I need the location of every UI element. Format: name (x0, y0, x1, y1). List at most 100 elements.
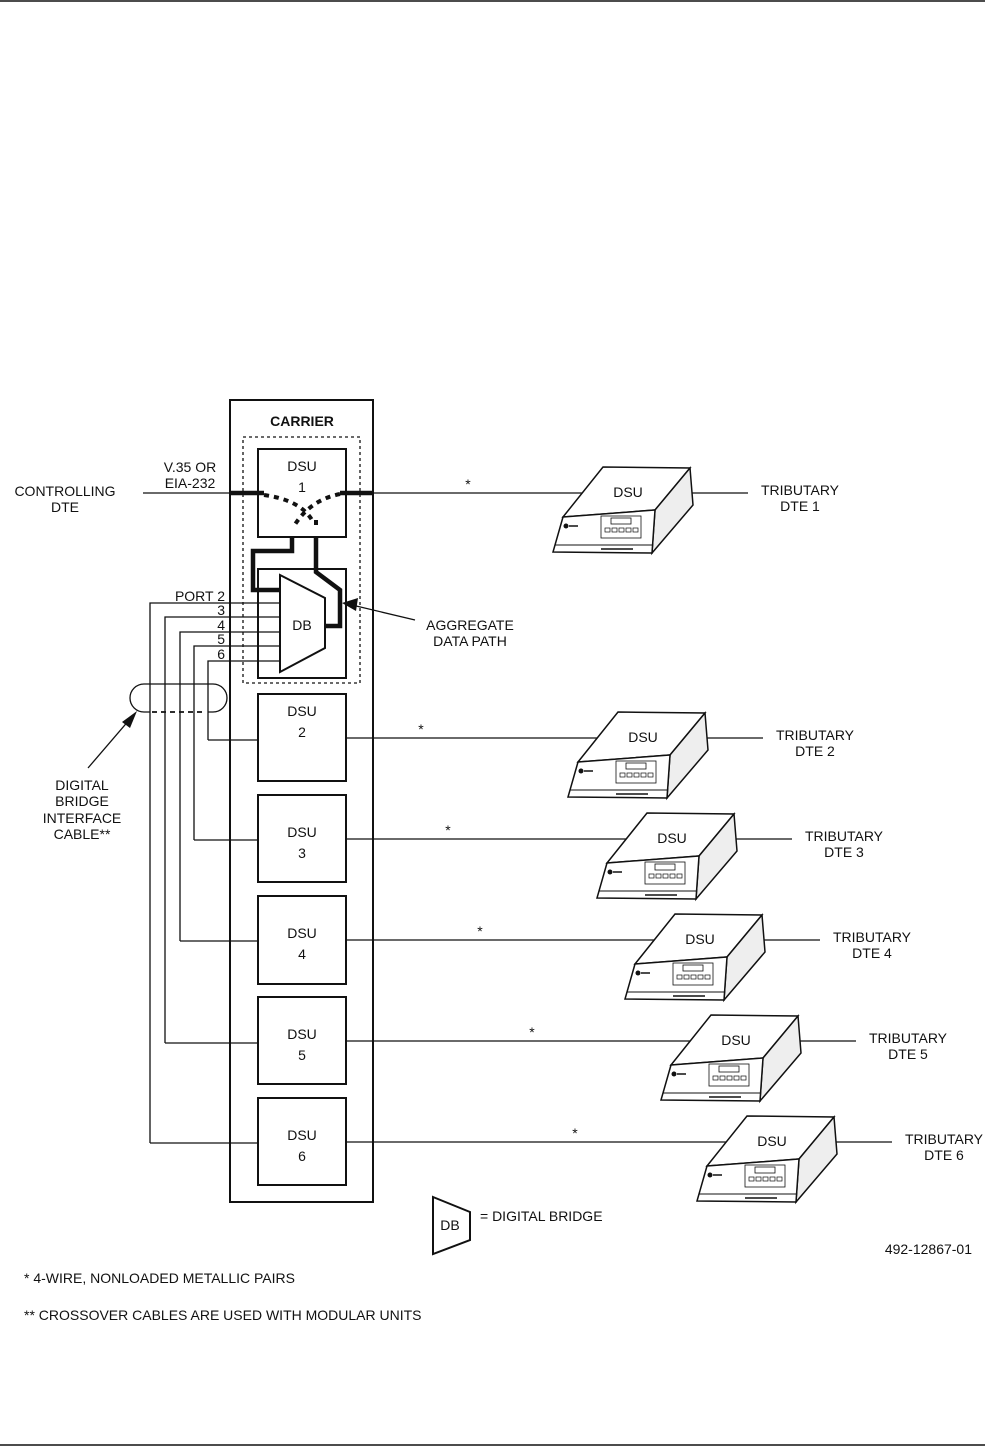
port-3-line (164, 616, 280, 1043)
cable-bundle-outline (129, 683, 228, 713)
device-panel-1 (600, 515, 642, 539)
device-logo-1 (563, 523, 569, 529)
tributary-dte-5: DTE 5 (888, 1046, 928, 1062)
dsu1-box (257, 448, 347, 538)
port-lines (149, 602, 280, 1144)
cable-arrow-line (87, 718, 131, 769)
device-button-2 (647, 772, 654, 778)
dsu-5: DSU 5 (257, 996, 347, 1085)
device-logo-2 (578, 768, 584, 774)
footnote-2: ** CROSSOVER CABLES ARE USED WITH MODULA… (24, 1307, 422, 1323)
device-button-6 (776, 1176, 783, 1182)
dsu-4: DSU 4 (257, 895, 347, 985)
dsu-6: DSU 6 (257, 1097, 347, 1186)
device-display-3 (654, 863, 676, 871)
device-button-3 (662, 873, 669, 879)
remote-dsu-label-2: DSU (628, 729, 658, 745)
metallic-pair-star-2: * (418, 721, 424, 737)
device-panel-6 (744, 1164, 786, 1188)
cable-label-4: CABLE** (54, 826, 111, 842)
tributary-dte-3: DTE 3 (824, 844, 864, 860)
aggregate-arrow-head (342, 598, 358, 611)
remote-dsu-label-3: DSU (657, 830, 687, 846)
device-front-1 (552, 509, 656, 554)
device-button-6 (762, 1176, 769, 1182)
device-front-6 (696, 1158, 800, 1203)
port-label-4: 4 (217, 617, 225, 633)
device-button-6 (755, 1176, 762, 1182)
device-button-4 (697, 974, 704, 980)
aggregate-path-right (313, 537, 343, 629)
metallic-pair-star-5: * (529, 1024, 535, 1040)
dsu-4-label: DSU (287, 925, 317, 941)
device-logo-5 (671, 1071, 677, 1077)
device-front-3 (596, 855, 700, 900)
dsu-4-number: 4 (298, 946, 306, 962)
device-button-3 (669, 873, 676, 879)
device-front-2 (567, 754, 671, 799)
metallic-pair-star-1: * (465, 476, 471, 492)
dsu-2: DSU 2 (257, 693, 347, 782)
device-button-3 (676, 873, 683, 879)
controlling-dte-label-2: DTE (51, 499, 79, 515)
dsu-5-number: 5 (298, 1047, 306, 1063)
controlling-dte-label-1: CONTROLLING (14, 483, 115, 499)
tributary-label-6: TRIBUTARY (905, 1131, 984, 1147)
tributary-dte-2: DTE 2 (795, 743, 835, 759)
device-button-4 (704, 974, 711, 980)
aggregate-label-1: AGGREGATE (426, 617, 514, 633)
tributary-dte-1: DTE 1 (780, 498, 820, 514)
device-display-2 (625, 762, 647, 770)
remote-dsu-label-1: DSU (613, 484, 643, 500)
device-button-2 (633, 772, 640, 778)
figure-id: 492-12867-01 (885, 1241, 972, 1257)
cable-arrow-head (122, 711, 137, 728)
dsu1-number: 1 (298, 479, 306, 495)
device-logo-4 (635, 970, 641, 976)
device-button-1 (604, 527, 611, 533)
interface-label-1: V.35 OR (164, 459, 216, 475)
dsu-2-number: 2 (298, 724, 306, 740)
device-button-4 (690, 974, 697, 980)
device-button-1 (625, 527, 632, 533)
device-button-5 (733, 1075, 740, 1081)
cable-label-2: BRIDGE (55, 793, 109, 809)
footnote-1: * 4-WIRE, NONLOADED METALLIC PAIRS (24, 1270, 295, 1286)
device-button-6 (748, 1176, 755, 1182)
device-button-5 (719, 1075, 726, 1081)
metallic-pair-star-6: * (572, 1125, 578, 1141)
dsu1-db-group-outline (242, 436, 361, 684)
db-label: DB (292, 617, 311, 633)
device-panel-2 (615, 760, 657, 784)
tributary-dte-4: DTE 4 (852, 945, 892, 961)
port-4-line (179, 631, 280, 941)
device-logo-6 (707, 1172, 713, 1178)
device-display-5 (718, 1065, 740, 1073)
device-logo-3 (607, 869, 613, 875)
dsu-6-number: 6 (298, 1148, 306, 1164)
dsu-2-label: DSU (287, 703, 317, 719)
remote-dsu-label-6: DSU (757, 1133, 787, 1149)
aggregate-label-2: DATA PATH (433, 633, 507, 649)
port-label-3: 3 (217, 602, 225, 618)
device-panel-5 (708, 1063, 750, 1087)
cable-label-3: INTERFACE (43, 810, 122, 826)
remote-dsu-label-4: DSU (685, 931, 715, 947)
device-button-5 (726, 1075, 733, 1081)
remote-dsu-label-5: DSU (721, 1032, 751, 1048)
port-6-line (207, 660, 280, 740)
port-5-line (193, 645, 280, 840)
tributary-label-5: TRIBUTARY (869, 1030, 948, 1046)
tributary-label-3: TRIBUTARY (805, 828, 884, 844)
internal-dashed-path (263, 492, 341, 530)
tributary-label-2: TRIBUTARY (776, 727, 855, 743)
metallic-pair-star-3: * (445, 822, 451, 838)
device-button-1 (611, 527, 618, 533)
device-button-4 (683, 974, 690, 980)
